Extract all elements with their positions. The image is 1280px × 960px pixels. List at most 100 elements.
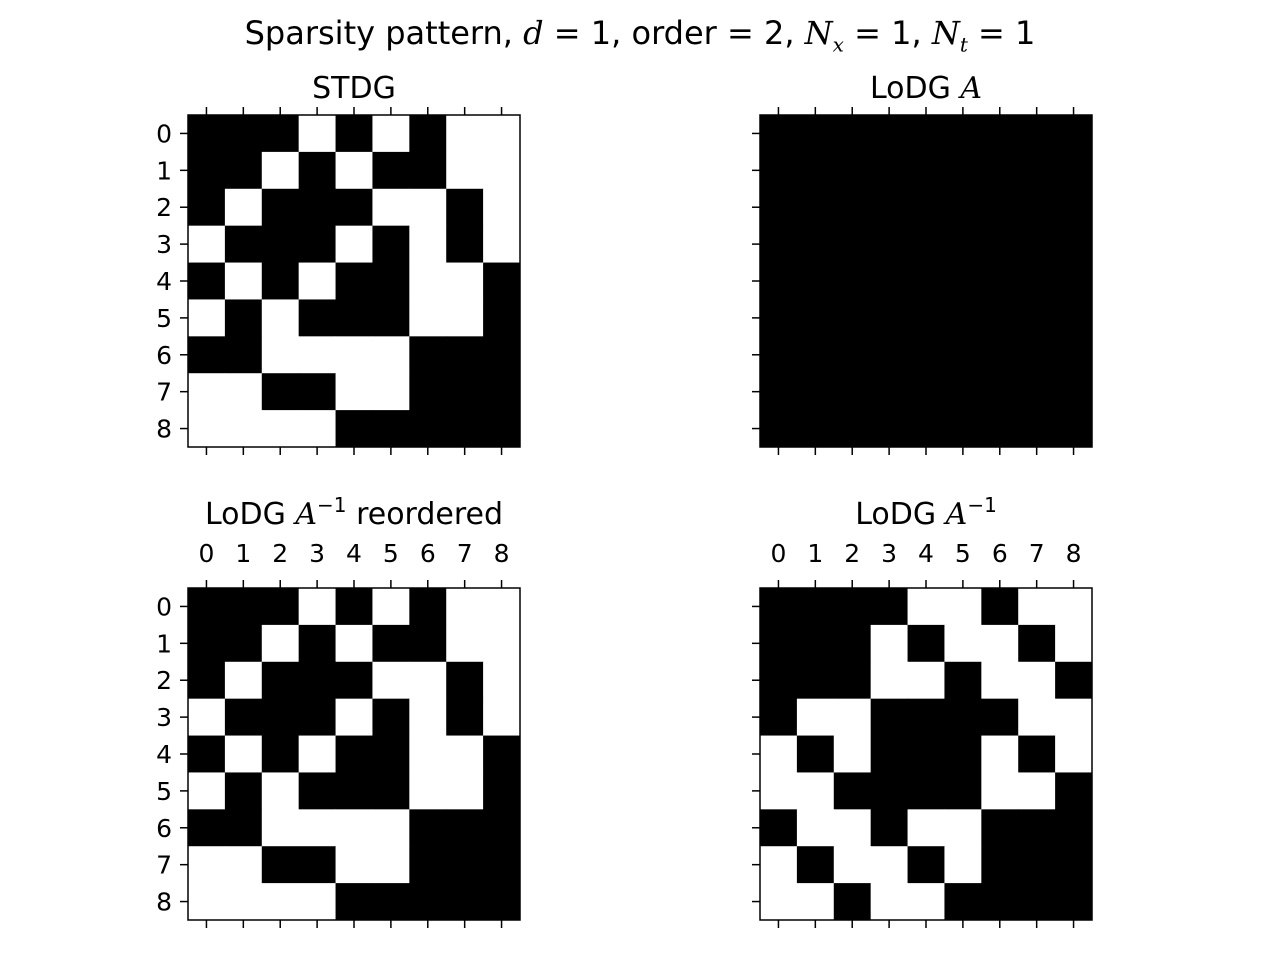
cell-3-6-2 (833, 809, 872, 847)
cell-0-3-3 (298, 225, 337, 264)
cell-3-0-5 (944, 588, 982, 626)
ytick-label-2-2: 2 (156, 666, 172, 695)
figure-title-var-n: N (804, 14, 833, 52)
ytick-label-2-4: 4 (156, 740, 172, 769)
cell-2-2-4 (335, 661, 373, 700)
cell-1-5-8 (1055, 299, 1093, 337)
cell-1-4-6 (981, 262, 1019, 300)
xtick-label-2-3: 3 (309, 539, 325, 568)
cell-1-1-4 (907, 151, 945, 190)
cell-2-5-6 (409, 772, 447, 810)
cell-2-4-2 (261, 735, 300, 773)
cell-0-6-3 (298, 336, 337, 374)
cell-1-1-7 (1018, 151, 1056, 190)
cell-0-0-8 (483, 115, 521, 153)
cell-1-2-6 (981, 188, 1019, 227)
cell-3-3-4 (907, 698, 945, 737)
cell-3-7-2 (833, 846, 872, 884)
cell-0-7-3 (298, 373, 337, 411)
cell-0-1-2 (261, 151, 300, 190)
cell-2-0-1 (224, 588, 263, 626)
cell-3-6-3 (870, 809, 909, 847)
cell-1-2-4 (907, 188, 945, 227)
cell-3-5-1 (796, 772, 835, 810)
cell-2-7-6 (409, 846, 447, 884)
cell-3-1-5 (944, 624, 982, 663)
cell-3-3-0 (760, 698, 798, 737)
cell-0-4-3 (298, 262, 337, 300)
cell-0-1-3 (298, 151, 337, 190)
cell-2-6-3 (298, 809, 337, 847)
cell-3-1-6 (981, 624, 1019, 663)
cell-2-8-8 (483, 883, 521, 921)
cell-2-8-2 (261, 883, 300, 921)
figure-title-var-n2: N (931, 14, 960, 52)
cell-2-3-3 (298, 698, 337, 737)
cell-3-4-4 (907, 735, 945, 773)
cell-0-3-2 (261, 225, 300, 264)
cell-2-4-5 (372, 735, 410, 773)
cell-1-7-3 (870, 373, 909, 411)
cell-1-8-3 (870, 410, 909, 448)
cell-1-4-1 (796, 262, 835, 300)
cell-3-3-6 (981, 698, 1019, 737)
ytick-label-2-7: 7 (156, 851, 172, 880)
cell-1-6-7 (1018, 336, 1056, 374)
cell-3-3-8 (1055, 698, 1093, 737)
panel-title-part-3-1: A (943, 497, 968, 532)
cell-0-4-4 (335, 262, 373, 300)
cell-2-5-4 (335, 772, 373, 810)
cell-1-1-8 (1055, 151, 1093, 190)
cell-1-3-3 (870, 225, 909, 264)
ytick-label-0-0: 0 (156, 119, 172, 148)
cell-0-7-4 (335, 373, 373, 411)
cell-2-7-2 (261, 846, 300, 884)
cell-1-4-3 (870, 262, 909, 300)
cell-3-3-2 (833, 698, 872, 737)
cell-3-4-7 (1018, 735, 1056, 773)
xtick-label-3-2: 2 (844, 539, 860, 568)
cell-0-5-7 (446, 299, 484, 337)
xtick-label-2-0: 0 (198, 539, 214, 568)
cell-0-7-5 (372, 373, 410, 411)
cell-1-4-0 (760, 262, 798, 300)
cell-1-0-8 (1055, 115, 1093, 153)
cell-3-4-3 (870, 735, 909, 773)
xtick-label-2-5: 5 (383, 539, 399, 568)
cell-3-8-6 (981, 883, 1019, 921)
cell-0-7-0 (188, 373, 226, 411)
cell-2-6-1 (224, 809, 263, 847)
ytick-label-2-8: 8 (156, 888, 172, 917)
cell-3-0-1 (796, 588, 835, 626)
cell-2-7-5 (372, 846, 410, 884)
cell-1-5-6 (981, 299, 1019, 337)
ytick-label-0-7: 7 (156, 378, 172, 407)
cell-0-8-1 (224, 410, 263, 448)
cell-3-2-8 (1055, 661, 1093, 700)
cell-2-7-8 (483, 846, 521, 884)
cell-3-0-3 (870, 588, 909, 626)
cell-2-6-4 (335, 809, 373, 847)
cell-1-2-7 (1018, 188, 1056, 227)
cell-1-1-1 (796, 151, 835, 190)
cell-0-3-5 (372, 225, 410, 264)
cell-3-5-6 (981, 772, 1019, 810)
cell-3-0-6 (981, 588, 1019, 626)
figure-title-sub-x: x (832, 32, 844, 57)
figure-title-text-4: = 1 (967, 14, 1036, 52)
cell-0-7-7 (446, 373, 484, 411)
cell-3-7-1 (796, 846, 835, 884)
cell-3-3-1 (796, 698, 835, 737)
cell-3-8-2 (833, 883, 872, 921)
cell-0-3-8 (483, 225, 521, 264)
cell-0-6-1 (224, 336, 263, 374)
cell-1-6-6 (981, 336, 1019, 374)
cell-0-5-2 (261, 299, 300, 337)
cell-1-7-8 (1055, 373, 1093, 411)
cell-1-8-2 (833, 410, 872, 448)
cell-0-2-2 (261, 188, 300, 227)
cell-3-1-8 (1055, 624, 1093, 663)
cell-1-6-2 (833, 336, 872, 374)
